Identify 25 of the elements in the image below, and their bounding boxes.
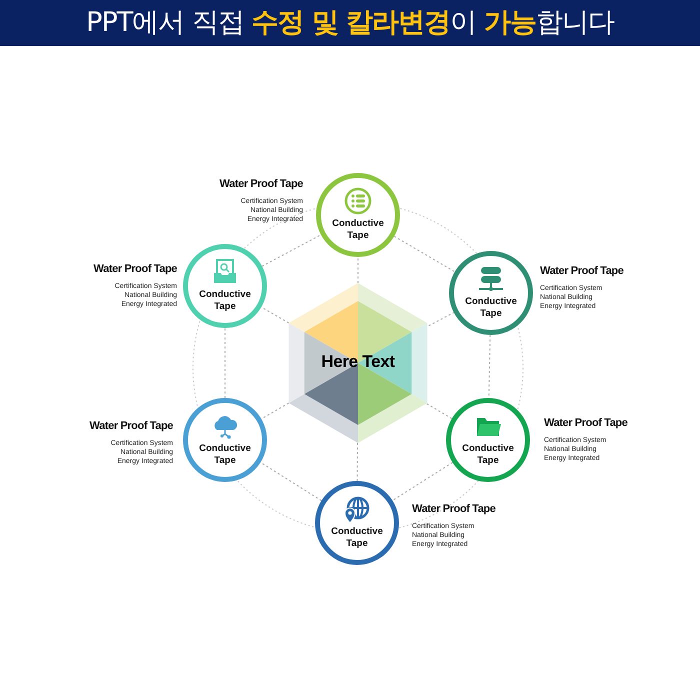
item-heading: Water Proof Tape: [220, 178, 303, 190]
item-heading: Water Proof Tape: [540, 265, 624, 277]
title-banner: PPT에서 직접 수정 및 칼라변경이 가능합니다: [0, 0, 700, 46]
circle-badge: Conductive Tape: [446, 398, 530, 482]
connector-line: [260, 462, 322, 502]
item-heading: Water Proof Tape: [94, 263, 177, 275]
item-heading: Water Proof Tape: [544, 417, 628, 429]
connector-line: [260, 306, 290, 324]
connector-line: [356, 442, 358, 482]
connector-line: [392, 462, 454, 502]
circle-badge: Conductive Tape: [315, 481, 399, 565]
circle-badge: Conductive Tape: [183, 398, 267, 482]
connector-line: [262, 234, 322, 267]
connector-line: [224, 328, 226, 398]
connector-line: [428, 312, 454, 326]
connector-line: [394, 236, 456, 272]
hexagon: Here Text: [278, 283, 438, 443]
connector-line: [488, 334, 491, 398]
item-heading: Water Proof Tape: [412, 503, 496, 515]
circle-badge: Conductive Tape: [449, 251, 533, 335]
circle-badge: Conductive Tape: [316, 173, 400, 257]
connector-line: [426, 403, 452, 420]
circle-badge: Conductive Tape: [183, 244, 267, 328]
connector-line: [260, 402, 290, 420]
item-heading: Water Proof Tape: [90, 420, 173, 432]
